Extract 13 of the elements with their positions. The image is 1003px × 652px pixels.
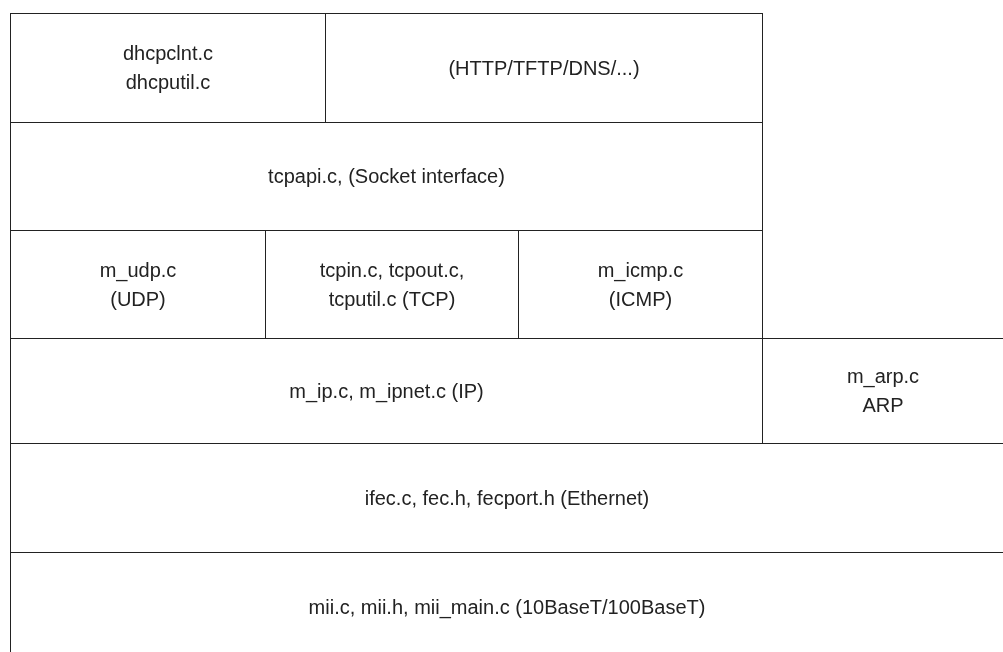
module-label: m_udp.c (UDP) — [98, 257, 178, 312]
module-label: dhcpclnt.c dhcputil.c — [121, 41, 215, 95]
module-label: ifec.c, fec.h, fecport.h (Ethernet) — [364, 485, 650, 511]
module-label: m_icmp.c (ICMP) — [596, 257, 685, 312]
module-label: m_ip.c, m_ipnet.c (IP) — [289, 378, 484, 405]
layer-box — [10, 122, 763, 231]
module-label: m_arp.c ARP — [845, 364, 921, 418]
module-label: (HTTP/TFTP/DNS/...) — [448, 55, 640, 81]
module-label: mii.c, mii.h, mii_main.c (10BaseT/100BaseT) — [308, 595, 706, 621]
layer-box — [10, 13, 326, 123]
module-label: tcpin.c, tcpout.c, tcputil.c (TCP) — [318, 257, 466, 312]
layer-box — [325, 13, 763, 123]
module-label: tcpapi.c, (Socket interface) — [268, 164, 505, 189]
